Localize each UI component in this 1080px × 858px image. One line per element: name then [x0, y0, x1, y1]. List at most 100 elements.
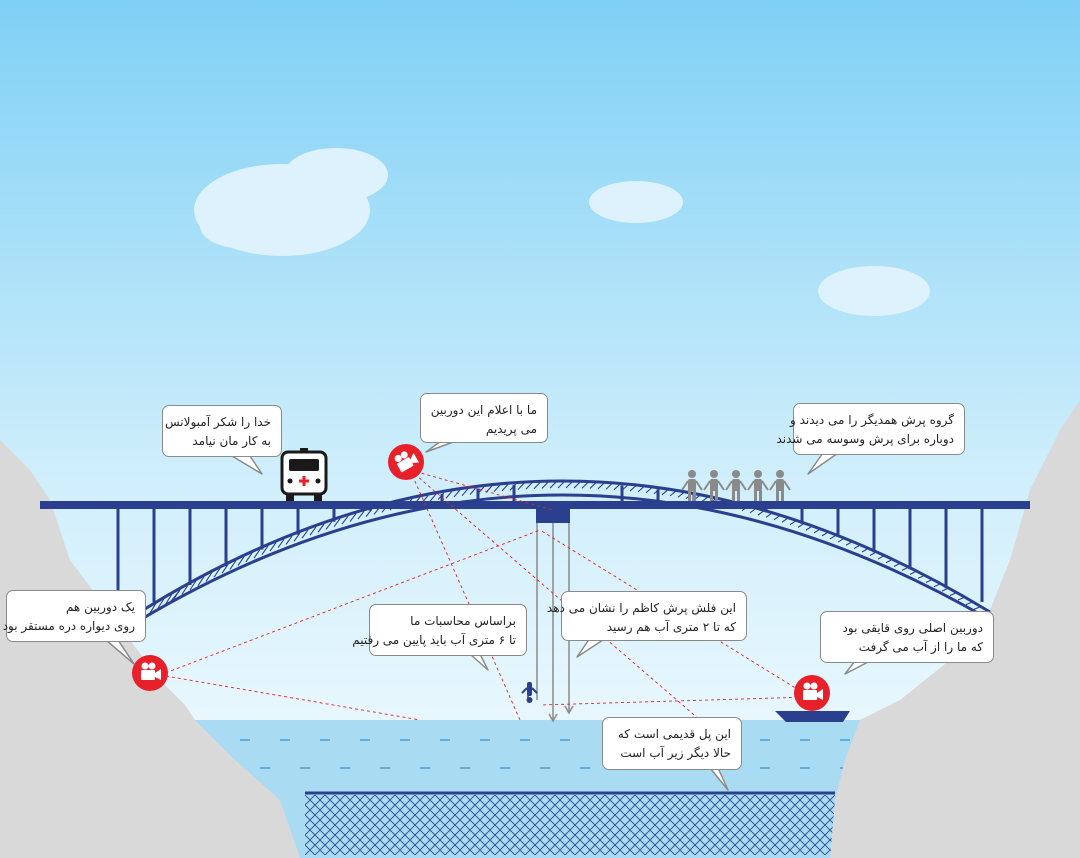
arch-hatch-stroke [261, 545, 269, 555]
arch-hatch-stroke [677, 491, 685, 498]
arch-hatch-stroke [781, 517, 789, 523]
arch-hatch-stroke [909, 570, 917, 575]
arch-hatch-stroke [797, 522, 805, 528]
arch-hatch-stroke [925, 579, 933, 584]
callout-ambulance: خدا را شکر آمبولانس به کار مان نیامد [162, 405, 282, 457]
arch-hatch-stroke [245, 552, 253, 563]
arch-hatch-stroke [285, 535, 293, 545]
callout-text: روی دیواره دره مستقر بود [2, 619, 135, 633]
arch-hatch-stroke [637, 486, 645, 493]
callout-calculation: براساس محاسبات ما تا ۶ متری آب باید پایی… [352, 604, 527, 656]
canyon-wall-left [0, 440, 300, 858]
arch-hatch-stroke [461, 488, 469, 497]
arch-hatch-stroke [517, 482, 525, 490]
canyon-wall-right [830, 400, 1080, 858]
callout-group: گروه پرش همدیگر را می دیدند و دوباره برا… [776, 403, 965, 455]
callout-boat-camera: دوربین اصلی روی قایقی بود که ما را از آب… [820, 611, 994, 663]
arch-hatch-stroke [965, 601, 973, 606]
arch-hatch-stroke [173, 589, 181, 600]
arch-hatch-stroke [845, 541, 853, 546]
arch-hatch-stroke [181, 584, 189, 595]
arch-hatch-stroke [445, 490, 453, 499]
arch-hatch-stroke [557, 481, 565, 489]
arch-hatch-stroke [757, 510, 765, 516]
callout-arrow: این فلش پرش کاظم را نشان می دهد که تا ۲ … [546, 591, 747, 641]
arch-hatch-stroke [893, 562, 901, 567]
callout-old-bridge: این پل قدیمی است که حالا دیگر زیر آب است [602, 717, 742, 770]
arch-hatch-stroke [189, 580, 197, 591]
arch-hatch-stroke [533, 482, 541, 490]
callout-text: تا ۶ متری آب باید پایین می رفتیم [352, 633, 516, 647]
arch-hatch-stroke [805, 525, 813, 531]
arch-hatch-stroke [613, 483, 621, 491]
callout-text: یک دوربین هم [65, 600, 135, 614]
ambulance-icon [280, 448, 328, 501]
arch-hatch-stroke [933, 583, 941, 588]
arch-hatch-stroke [453, 489, 461, 498]
callout-text: که تا ۲ متری آب هم رسید [606, 620, 736, 634]
arch-hatch-stroke [493, 484, 501, 493]
arch-hatch-stroke [525, 482, 533, 490]
bridge-center-block [536, 509, 570, 523]
arch-hatch-stroke [253, 549, 261, 559]
arch-hatch-stroke [885, 559, 893, 564]
arch-hatch-stroke [773, 515, 781, 521]
callout-wall-camera: یک دوربین هم روی دیواره دره مستقر بود [2, 590, 146, 642]
arch-hatch-stroke [565, 481, 573, 489]
callout-text: خدا را شکر آمبولانس [165, 415, 271, 429]
arch-hatch-stroke [957, 596, 965, 601]
arch-hatch-stroke [901, 566, 909, 571]
arch-hatch-stroke [597, 482, 605, 490]
cloud [589, 181, 683, 223]
arch-hatch-stroke [165, 593, 173, 604]
old-bridge-underwater [305, 791, 835, 855]
arch-hatch-stroke [605, 483, 613, 490]
arch-hatch-stroke [701, 496, 709, 503]
jump-group-people [681, 470, 791, 501]
callout-text: این پل قدیمی است که [617, 727, 731, 741]
arch-hatch-stroke [269, 542, 277, 552]
person-icon [725, 470, 747, 501]
person-icon [703, 470, 725, 501]
cloud [818, 266, 930, 316]
arch-hatch-stroke [765, 512, 773, 518]
arch-hatch-stroke [669, 490, 677, 497]
callout-text: به کار مان نیامد [192, 434, 271, 448]
arch-hatch-stroke [357, 510, 365, 520]
arch-hatch-stroke [157, 598, 165, 609]
arch-hatch-stroke [277, 538, 285, 549]
arch-hatch-stroke [341, 515, 349, 525]
arch-hatch-stroke [541, 481, 549, 489]
arch-hatch-stroke [837, 537, 845, 543]
video-camera-icon [132, 655, 168, 691]
arch-hatch-stroke [205, 572, 213, 582]
arch-hatch-stroke [645, 487, 653, 494]
callout-text: این فلش پرش کاظم را نشان می دهد [546, 601, 736, 615]
arch-hatch-stroke [325, 521, 333, 530]
callout-text: می پریدیم [485, 422, 537, 436]
arch-hatch-stroke [941, 587, 949, 592]
arch-hatch-stroke [789, 520, 797, 526]
arch-hatch-stroke [229, 560, 237, 570]
cloud [194, 148, 388, 256]
arch-hatch-stroke [469, 487, 477, 495]
callout-top-camera: ما با اعلام این دوربین می پریدیم [420, 393, 548, 443]
arch-hatch-stroke [301, 529, 309, 539]
boat-icon [775, 711, 850, 722]
arch-hatch-stroke [333, 518, 341, 528]
arch-hatch-stroke [973, 606, 981, 610]
arch-hatch-stroke [813, 528, 821, 534]
arch-hatch-stroke [197, 576, 205, 586]
arch-hatch-stroke [829, 534, 837, 540]
arch-hatch-stroke [573, 481, 581, 489]
arch-hatch-stroke [213, 568, 221, 578]
arch-hatch-stroke [549, 481, 557, 489]
arch-hatch-stroke [661, 489, 669, 496]
bridge-deck [40, 501, 1030, 509]
arch-hatch-stroke [317, 523, 325, 533]
callout-text: گروه پرش همدیگر را می دیدند و [789, 413, 954, 427]
arch-hatch-stroke [869, 551, 877, 556]
arch-hatch-stroke [821, 531, 829, 537]
video-camera-icon [794, 675, 830, 711]
arch-hatch-stroke [501, 483, 509, 492]
